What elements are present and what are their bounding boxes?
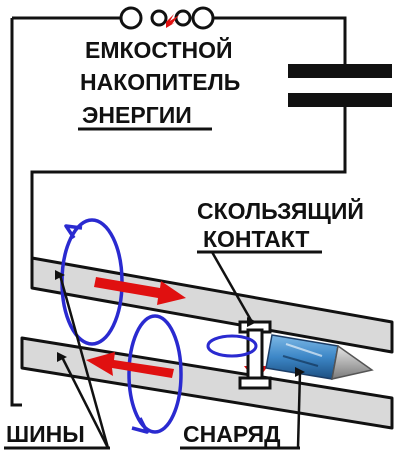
upper-rail [30,256,394,354]
projectile-label: СНАРЯД [183,421,281,447]
capacitor-label-line2: НАКОПИТЕЛЬ [80,69,240,95]
circuit-wiring [10,16,347,407]
current-arrow-icon [86,352,174,378]
rails-leader-upper [55,270,110,449]
rails-label: ШИНЫ [6,421,85,447]
current-arrow-icon [94,277,186,305]
projectile-tip [331,344,374,380]
wire-left-outer [10,18,22,407]
magnetic-field-loop-icon [206,334,258,358]
sliding-contact-label-line2: КОНТАКТ [203,226,309,252]
projectile [265,334,374,380]
capacitor-label-line3: ЭНЕРГИИ [82,102,192,128]
capacitor-label-line1: ЕМКОСТНОЙ [85,36,233,63]
wire-top-right [214,16,347,68]
magnetic-field-loop-icon [127,314,183,434]
sliding-contact-leader [210,251,257,327]
rails-leader-lower [57,352,110,449]
switch-terminals-icon [119,6,215,30]
spark-icon [166,14,179,28]
sliding-contact-label-line1: СКОЛЬЗЯЩИЙ [197,197,364,224]
projectile-leader [295,367,305,449]
wire-capacitor-down [30,100,347,262]
capacitor-icon [288,64,392,107]
